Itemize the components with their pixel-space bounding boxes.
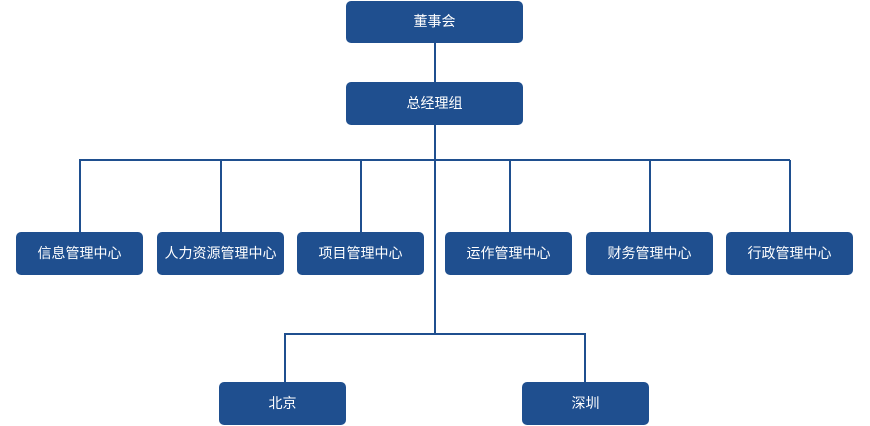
center-node-information: 信息管理中心 [16, 232, 143, 275]
board-node: 董事会 [346, 1, 523, 43]
branch-node-beijing: 北京 [219, 382, 346, 425]
center-node-administration: 行政管理中心 [726, 232, 853, 275]
center-node-operations: 运作管理中心 [445, 232, 572, 275]
center-node-finance: 财务管理中心 [586, 232, 713, 275]
general-manager-group-node: 总经理组 [346, 82, 523, 125]
center-node-human-resources: 人力资源管理中心 [157, 232, 284, 275]
center-node-project: 项目管理中心 [297, 232, 424, 275]
branch-node-shenzhen: 深圳 [522, 382, 649, 425]
